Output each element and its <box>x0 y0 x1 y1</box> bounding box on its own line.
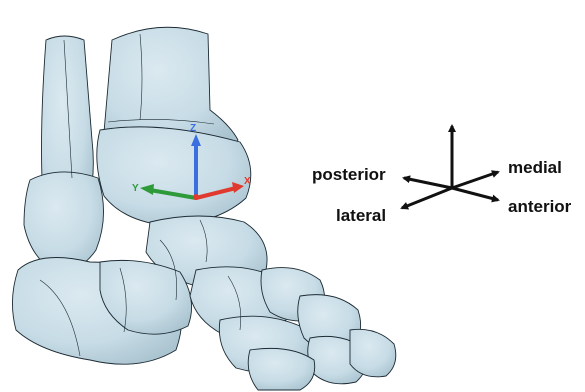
z-axis-label: Z <box>190 123 196 134</box>
label-anterior: anterior <box>508 198 571 215</box>
posterior-arrow <box>404 178 452 188</box>
lateral-malleolus <box>24 172 104 271</box>
orientation-arrows <box>402 126 498 208</box>
lateral-arrow <box>402 188 452 208</box>
label-medial: medial <box>508 159 562 176</box>
anterior-arrow <box>452 188 498 200</box>
y-axis-label: Y <box>132 183 139 194</box>
x-axis-label: X <box>244 176 251 187</box>
phalanx-3 <box>248 348 315 390</box>
medial-arrow <box>452 172 498 188</box>
label-lateral: lateral <box>336 207 386 224</box>
triad-origin <box>193 194 199 200</box>
talus-bone <box>97 127 251 226</box>
phalanx-2 <box>350 329 396 377</box>
label-posterior: posterior <box>312 166 386 183</box>
